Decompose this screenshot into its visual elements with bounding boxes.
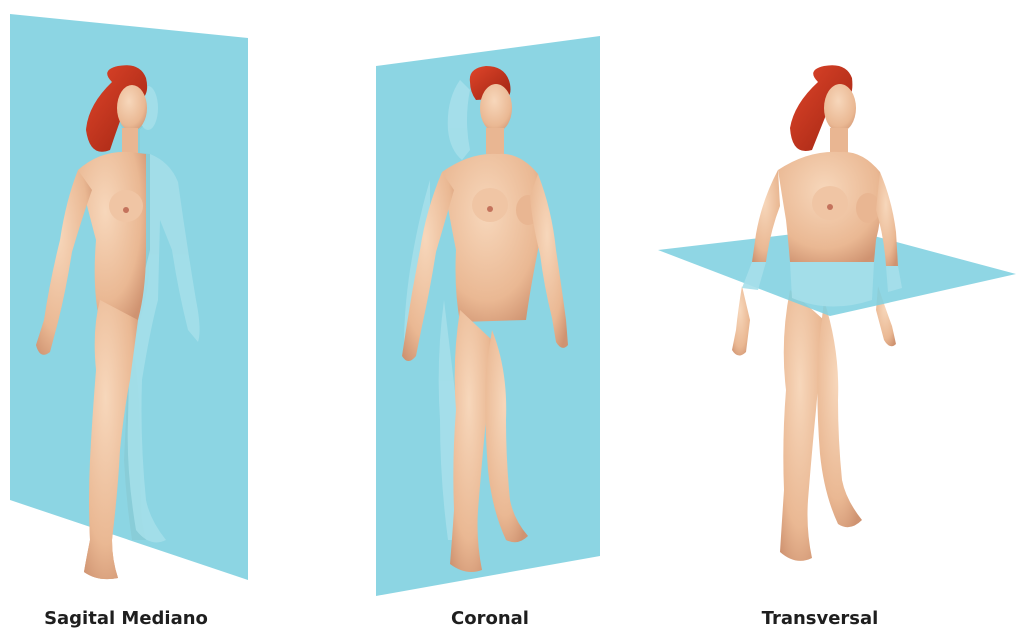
sagittal-illustration bbox=[0, 0, 330, 635]
coronal-illustration bbox=[330, 0, 660, 635]
transverse-illustration bbox=[640, 0, 1017, 635]
sagittal-plane-panel: Sagital Mediano bbox=[0, 0, 330, 635]
coronal-plane-panel: Coronal bbox=[330, 0, 660, 635]
caption-sagittal: Sagital Mediano bbox=[6, 608, 246, 629]
caption-transverse: Transversal bbox=[700, 608, 940, 629]
female-figure-lower bbox=[732, 286, 896, 561]
transverse-plane-panel: Transversal bbox=[640, 0, 1017, 635]
caption-coronal: Coronal bbox=[370, 608, 610, 629]
female-figure-upper bbox=[752, 65, 898, 266]
